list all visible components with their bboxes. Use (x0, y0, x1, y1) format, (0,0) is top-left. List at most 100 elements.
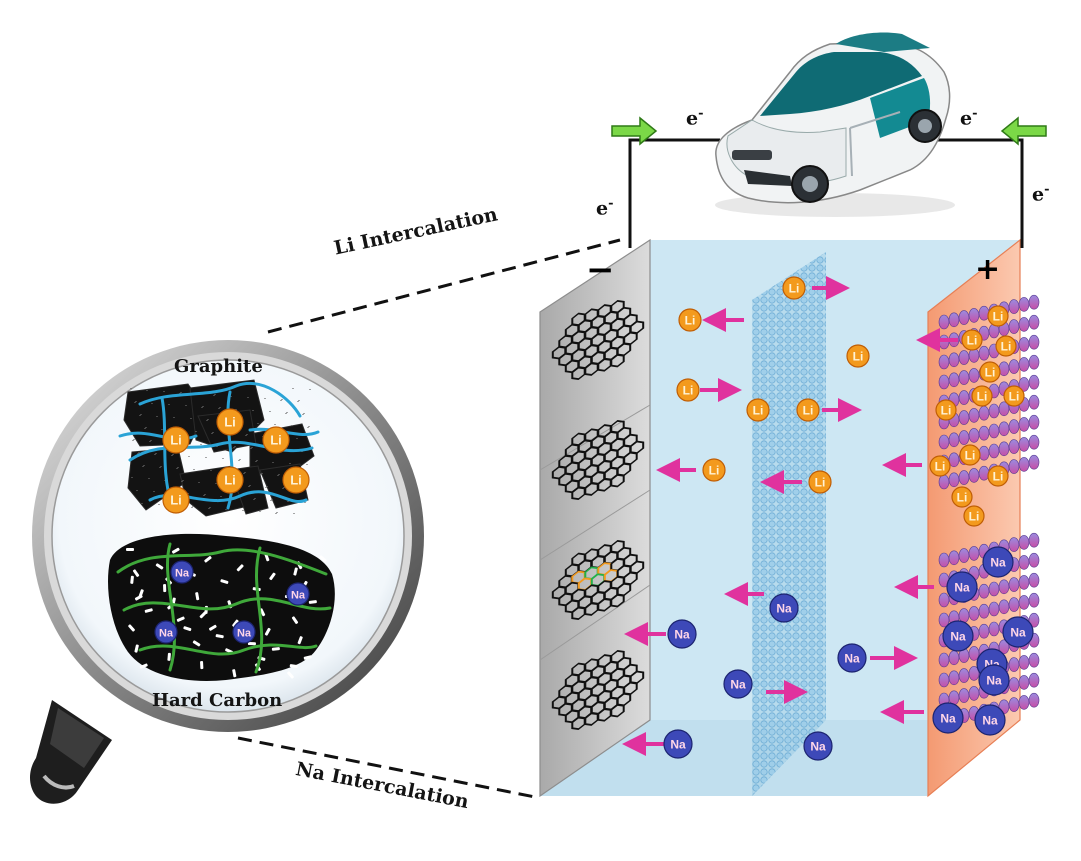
sodium-ion: Na (232, 620, 256, 644)
pore (269, 572, 276, 581)
svg-text:Na: Na (990, 556, 1006, 570)
cathode-lattice-atom (1028, 692, 1040, 708)
graphite-sheet (551, 649, 645, 731)
cathode-lattice-atom (978, 623, 990, 639)
cathode-lattice-atom (1018, 297, 1030, 312)
electric-car-icon (715, 32, 955, 217)
pore (264, 627, 271, 636)
cathode-lattice-atom (968, 606, 980, 621)
svg-text:Na: Na (730, 678, 746, 692)
pore (271, 647, 280, 651)
lithium-ion: Li (1003, 385, 1025, 407)
svg-text:Na: Na (986, 674, 1002, 688)
svg-text:Li: Li (224, 473, 236, 488)
cathode-lattice-atom (1028, 374, 1040, 390)
cathode-lattice-atom (978, 603, 990, 619)
cathode-lattice-atom (1008, 537, 1020, 552)
svg-text:Li: Li (941, 404, 952, 418)
cathode-lattice-atom (958, 370, 970, 385)
svg-text:Na: Na (950, 630, 966, 644)
svg-text:Li: Li (1001, 340, 1012, 354)
svg-text:Li: Li (224, 415, 236, 430)
cathode-lattice-atom (978, 345, 990, 361)
electron-label-left: e- (596, 196, 614, 220)
cathode-lattice-atom (1018, 457, 1030, 472)
cathode-lattice-atom (968, 686, 980, 701)
cathode-lattice-atom (1028, 672, 1040, 688)
pore (236, 564, 244, 572)
pore (199, 611, 207, 619)
lithium-ion: Li (678, 308, 702, 332)
cathode-lattice-atom (1018, 575, 1030, 590)
cathode-lattice-atom (958, 390, 970, 405)
pore (287, 671, 294, 679)
binder-fiber (138, 643, 318, 656)
cathode-lattice-atom (938, 434, 950, 450)
cathode-lattice-atom (1018, 655, 1030, 670)
pore (155, 563, 164, 570)
cathode-lattice-atom (988, 621, 1000, 637)
svg-text:Na: Na (159, 628, 174, 640)
cathode-lattice-atom (948, 472, 960, 488)
svg-text:Na: Na (776, 602, 792, 616)
svg-text:Li: Li (789, 282, 800, 296)
lithium-ion: Li (216, 408, 244, 436)
pore (319, 555, 327, 563)
cathode-lattice-atom (948, 352, 960, 368)
cathode-lattice-atom (968, 368, 980, 383)
pore (192, 640, 201, 647)
lithium-ion: Li (808, 470, 832, 494)
hard-carbon-particle (108, 533, 335, 681)
cathode-lattice-atom (968, 468, 980, 483)
pore (167, 652, 171, 661)
svg-text:Li: Li (957, 491, 968, 505)
cathode-lattice-atom (1028, 652, 1040, 668)
cathode-lattice-atom (958, 668, 970, 683)
cathode-lattice-atom (1008, 439, 1020, 454)
lithium-ion: Li (846, 344, 870, 368)
cathode-lattice-atom (1028, 612, 1040, 628)
cathode-lattice-atom (1028, 572, 1040, 588)
lithium-ion: Li (702, 458, 726, 482)
sodium-ion: Na (667, 619, 697, 649)
binder-fiber (226, 390, 234, 510)
cathode-lattice-atom (958, 470, 970, 485)
lithium-ion: Li (746, 398, 770, 422)
cathode-lattice-atom (998, 441, 1010, 457)
cathode-lattice-atom (968, 308, 980, 323)
hard-carbon-label: Hard Carbon (152, 690, 283, 711)
zoom-line-li (267, 238, 621, 334)
cathode-lattice-atom (958, 410, 970, 425)
sodium-ion: Na (663, 729, 693, 759)
separator (752, 252, 826, 796)
pore (208, 624, 217, 631)
pore (128, 624, 135, 632)
cathode-lattice-atom (938, 374, 950, 390)
svg-text:Li: Li (935, 460, 946, 474)
cathode-lattice-atom (1028, 454, 1040, 470)
binder-fiber (116, 548, 328, 576)
cathode-lattice-atom (1028, 354, 1040, 370)
svg-text:Li: Li (753, 404, 764, 418)
cathode-lattice-atom (978, 445, 990, 461)
pore (293, 567, 298, 576)
sodium-ion: Na (974, 704, 1006, 736)
graphite-label: Graphite (174, 356, 263, 377)
cathode-lattice-atom (1018, 695, 1030, 710)
cathode-lattice-atom (978, 465, 990, 481)
cathode-lattice-atom (1028, 592, 1040, 608)
pore (130, 575, 134, 584)
graphite-sheet (551, 539, 645, 621)
svg-text:Na: Na (291, 590, 306, 602)
cathode-lattice-atom (948, 432, 960, 448)
svg-text:Li: Li (969, 510, 980, 524)
anode-plate (540, 240, 650, 796)
cathode-lattice-atom (968, 546, 980, 561)
svg-text:Li: Li (290, 473, 302, 488)
lithium-ion: Li (963, 505, 985, 527)
cathode-lattice-atom (958, 548, 970, 563)
sodium-ion: Na (769, 593, 799, 623)
sodium-ion: Na (723, 669, 753, 699)
cathode-lattice-atom (1018, 437, 1030, 452)
